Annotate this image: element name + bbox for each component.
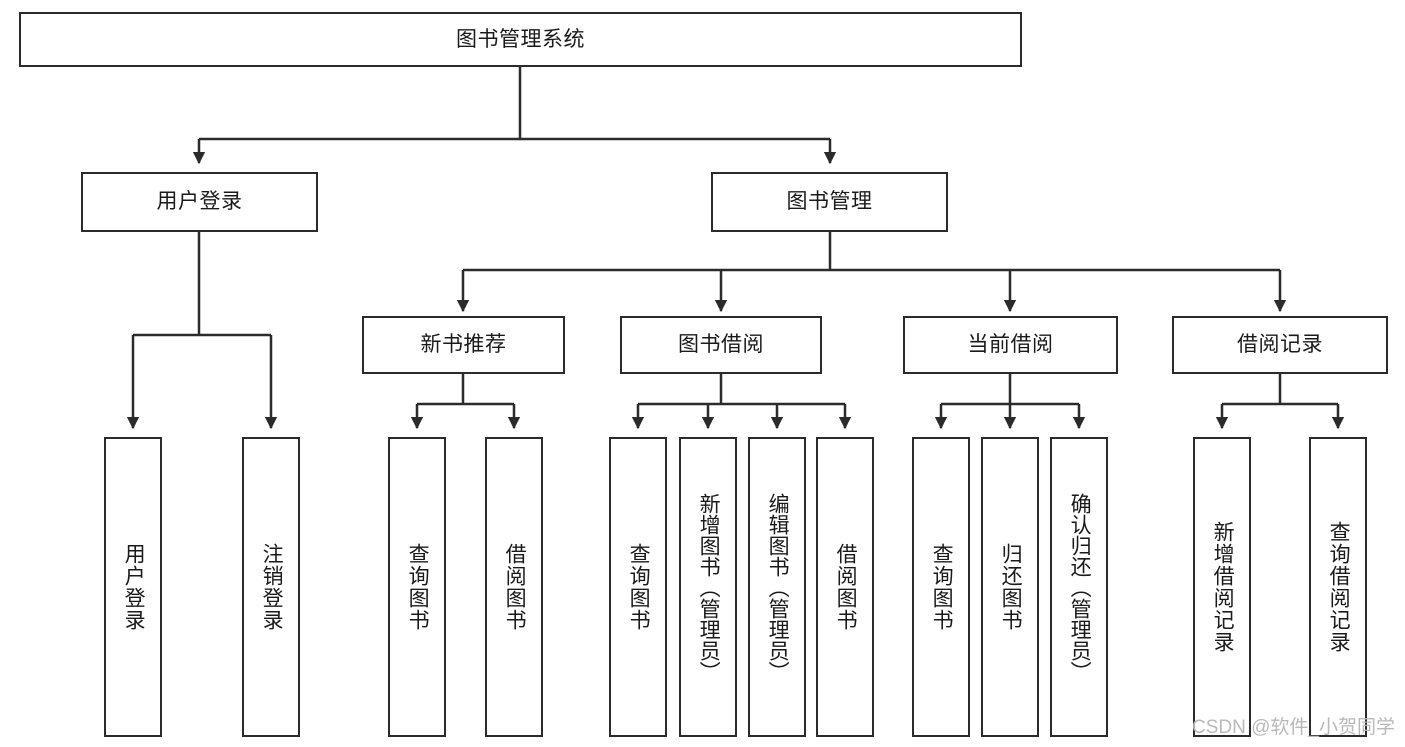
node-user-login[interactable]: 用户登录 <box>81 172 318 232</box>
leaf-user-login-signin[interactable]: 用户登录 <box>104 437 162 737</box>
node-book-borrow[interactable]: 图书借阅 <box>620 316 822 374</box>
leaf-borrow-query-book[interactable]: 查询图书 <box>609 437 667 737</box>
node-book-management[interactable]: 图书管理 <box>711 172 948 232</box>
watermark-label: CSDN @软件_小贺同学 <box>1192 717 1395 738</box>
leaf-record-add-record[interactable]: 新增借阅记录 <box>1193 437 1251 737</box>
leaf-borrow-edit-book-admin[interactable]: 编辑图书（管理员） <box>748 437 806 737</box>
leaf-new-book-query-book[interactable]: 查询图书 <box>388 437 446 737</box>
leaf-current-query-book[interactable]: 查询图书 <box>912 437 970 737</box>
leaf-borrow-add-book-admin[interactable]: 新增图书（管理员） <box>679 437 737 737</box>
node-current-borrow[interactable]: 当前借阅 <box>903 316 1118 374</box>
leaf-record-query-record[interactable]: 查询借阅记录 <box>1309 437 1367 737</box>
node-root-system[interactable]: 图书管理系统 <box>19 12 1022 67</box>
leaf-user-login-signout[interactable]: 注销登录 <box>242 437 300 737</box>
leaf-current-confirm-return-admin[interactable]: 确认归还（管理员） <box>1050 437 1108 737</box>
leaf-new-book-borrow-book[interactable]: 借阅图书 <box>485 437 543 737</box>
node-borrow-record[interactable]: 借阅记录 <box>1172 316 1388 374</box>
node-new-book-recommend[interactable]: 新书推荐 <box>362 316 565 374</box>
leaf-current-return-book[interactable]: 归还图书 <box>981 437 1039 737</box>
leaf-borrow-borrow-book[interactable]: 借阅图书 <box>816 437 874 737</box>
